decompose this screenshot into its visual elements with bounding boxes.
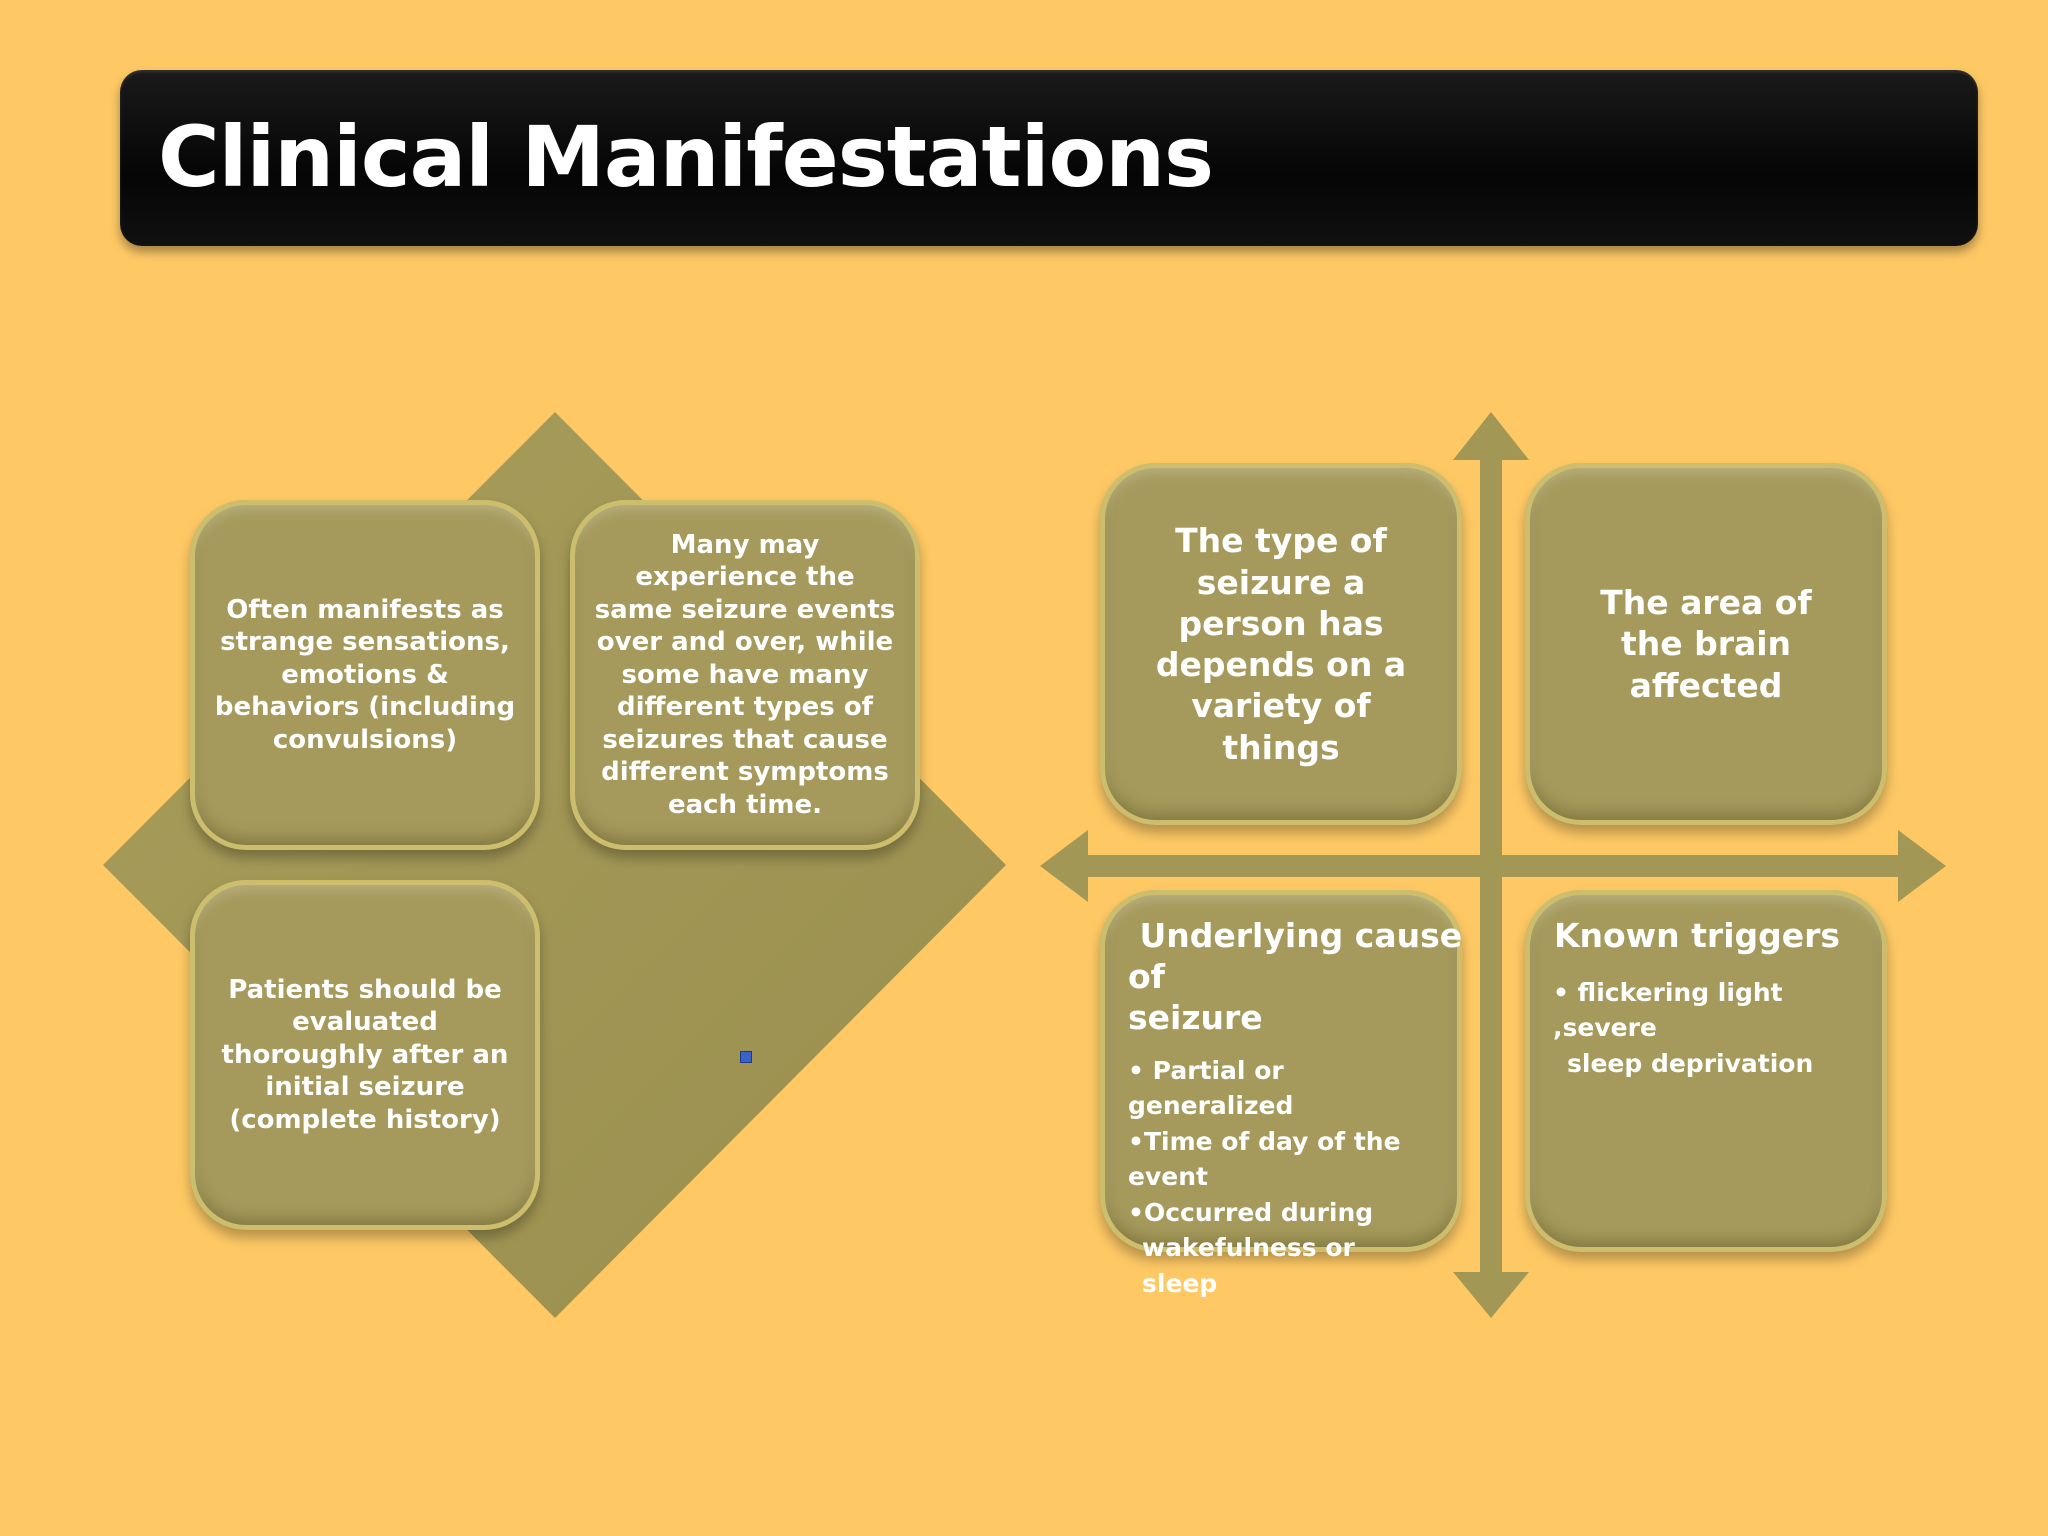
title-bar: Clinical Manifestations [120, 70, 1978, 246]
down-arrowhead [1453, 1272, 1529, 1318]
right-bottom-left-box: Underlying cause of seizure • Partial or… [1100, 890, 1463, 1298]
horizontal-arrow-shaft [1080, 855, 1912, 877]
list-item: •Time of day of the event [1128, 1126, 1401, 1192]
cross-arrows [1040, 412, 1946, 1318]
left-arrowhead [1040, 830, 1088, 902]
right-top-right-box: The area of the brain affected [1525, 463, 1887, 825]
underlying-cause-heading: Underlying cause of seizure [1128, 916, 1463, 1039]
list-item: sleep deprivation [1567, 1048, 1814, 1078]
right-top-left-box: The type of seizure a person has depends… [1100, 463, 1462, 825]
known-triggers-list: • flickering light ,severe sleep depriva… [1553, 975, 1861, 1082]
heading-line-2: of [1128, 956, 1166, 996]
list-item: •Occurred during [1128, 1197, 1374, 1227]
left-top-right-text: Many may experience the same seizure eve… [594, 529, 896, 820]
heading-line-1: Underlying cause [1128, 916, 1463, 955]
right-arrowhead [1898, 830, 1946, 902]
heading-line-3: seizure [1128, 997, 1263, 1037]
left-top-right-box: Many may experience the same seizure eve… [570, 500, 920, 850]
slide-title: Clinical Manifestations [158, 108, 1214, 206]
left-bottom-left-box: Patients should be evaluated thoroughly … [190, 880, 540, 1230]
list-item: wakefulness or sleep [1142, 1233, 1355, 1298]
selection-marker [740, 1051, 752, 1063]
left-bottom-left-text: Patients should be evaluated thoroughly … [221, 974, 509, 1135]
left-top-left-box: Often manifests as strange sensations, e… [190, 500, 540, 850]
right-top-left-text: The type of seizure a person has depends… [1155, 521, 1407, 767]
left-top-left-text: Often manifests as strange sensations, e… [214, 594, 516, 755]
list-item: • Partial or generalized [1128, 1055, 1294, 1121]
known-triggers-heading: Known triggers [1553, 916, 1841, 955]
underlying-cause-list: • Partial or generalized •Time of day of… [1128, 1053, 1436, 1302]
right-bottom-right-box: Known triggers • flickering light ,sever… [1525, 890, 1887, 1252]
right-top-right-text: The area of the brain affected [1600, 583, 1812, 705]
up-arrowhead [1453, 412, 1529, 460]
list-item: • flickering light ,severe [1553, 977, 1783, 1043]
